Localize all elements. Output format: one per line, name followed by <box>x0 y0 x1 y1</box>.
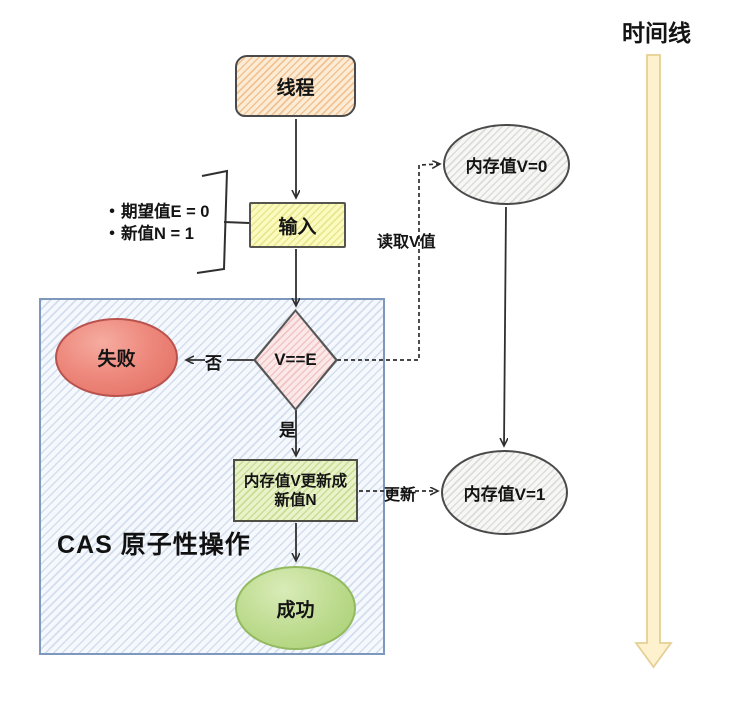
thread-label: 线程 <box>276 77 315 99</box>
timeline-label: 时间线 <box>622 20 691 46</box>
memory-v0-label: 内存值V=0 <box>465 157 548 176</box>
cas-box-label: CAS 原子性操作 <box>57 531 251 559</box>
input-node: 输入 <box>249 202 346 248</box>
expected-value-label: 期望值E = 0 <box>121 203 210 221</box>
edge-mem0-to-mem1 <box>504 206 506 446</box>
edge-label-read: 读取V值 <box>377 234 436 251</box>
edge-label-no: 否 <box>205 354 222 373</box>
timeline-arrow <box>634 54 673 669</box>
update-label-line1: 内存值V更新成 <box>243 472 348 490</box>
input-label: 输入 <box>278 216 317 238</box>
update-node: 内存值V更新成 新值N <box>233 459 358 522</box>
memory-v1-label: 内存值V=1 <box>463 485 546 504</box>
fail-node: 失败 <box>55 318 178 397</box>
bullet-icon: • <box>109 225 115 242</box>
edge-label-update: 更新 <box>384 487 417 504</box>
new-value-label: 新值N = 1 <box>121 225 194 243</box>
success-node: 成功 <box>235 566 356 650</box>
success-label: 成功 <box>276 599 315 621</box>
memory-v1-node: 内存值V=1 <box>441 450 568 535</box>
list-item: • 期望值E = 0 <box>103 201 243 223</box>
edge-label-yes: 是 <box>279 421 296 440</box>
list-item: • 新值N = 1 <box>103 223 243 245</box>
bullet-icon: • <box>109 203 115 220</box>
condition-label: V==E <box>274 350 317 369</box>
inputs-list: • 期望值E = 0 • 新值N = 1 <box>103 201 243 245</box>
memory-v0-node: 内存值V=0 <box>443 124 570 205</box>
thread-node: 线程 <box>235 55 356 117</box>
fail-label: 失败 <box>97 349 136 370</box>
update-label-line2: 新值N <box>274 491 317 509</box>
